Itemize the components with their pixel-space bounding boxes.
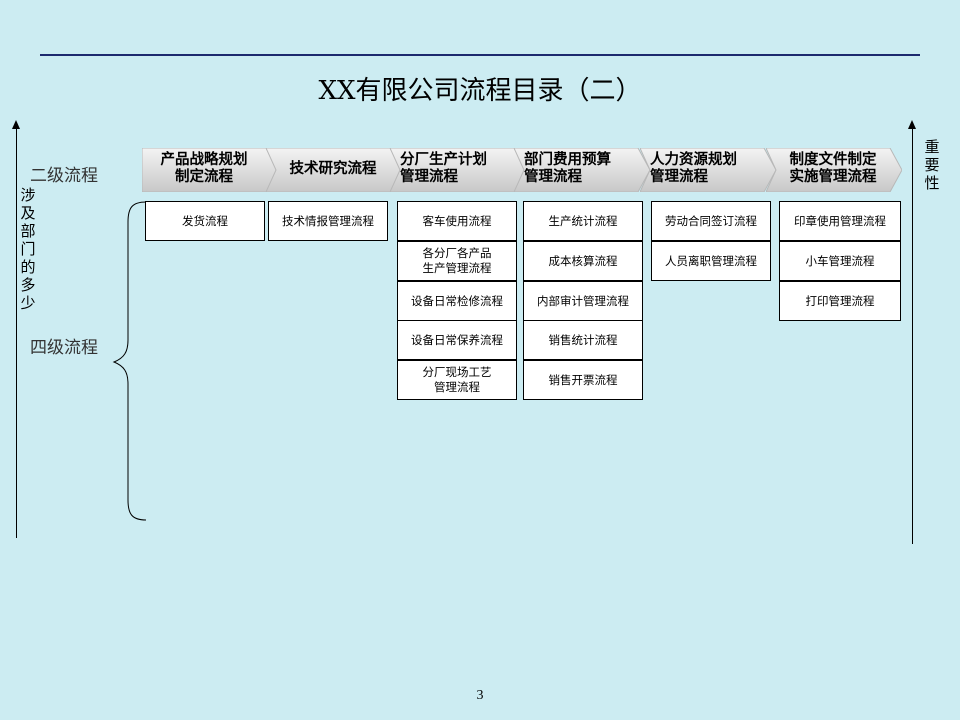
chevron-step-2: 技术研究流程 — [266, 148, 402, 192]
chevron-label: 技术研究流程 — [289, 161, 377, 177]
right-axis-line — [912, 128, 913, 544]
top-rule — [40, 54, 920, 56]
chevron-step-5: 人力资源规划 管理流程 — [640, 148, 776, 192]
level4-label: 四级流程 — [30, 338, 98, 358]
process-box: 成本核算流程 — [523, 241, 643, 281]
process-box: 销售开票流程 — [523, 360, 643, 400]
process-box: 小车管理流程 — [779, 241, 901, 281]
chevron-label: 产品战略规划 制定流程 — [160, 152, 248, 185]
axis-label-char: 涉 — [20, 186, 36, 204]
axis-label-char: 重 — [924, 138, 940, 156]
process-box: 技术情报管理流程 — [268, 201, 388, 241]
process-box: 人员离职管理流程 — [651, 241, 771, 281]
chevron-label: 部门费用预算 管理流程 — [524, 152, 611, 185]
chevron-step-4: 部门费用预算 管理流程 — [514, 148, 650, 192]
process-box: 设备日常检修流程 — [397, 281, 517, 321]
chevron-step-3: 分厂生产计划 管理流程 — [390, 148, 526, 192]
process-box: 发货流程 — [145, 201, 265, 241]
axis-label-char: 部 — [20, 222, 36, 240]
process-box: 打印管理流程 — [779, 281, 901, 321]
axis-label-char: 性 — [924, 174, 940, 192]
chevron-label: 分厂生产计划 管理流程 — [400, 152, 487, 185]
process-box: 劳动合同签订流程 — [651, 201, 771, 241]
axis-label-char: 要 — [924, 156, 940, 174]
left-axis-line — [16, 128, 17, 538]
process-box: 客车使用流程 — [397, 201, 517, 241]
page-title: XX有限公司流程目录（二） — [318, 76, 642, 106]
axis-label-char: 多 — [20, 276, 36, 294]
axis-label-char: 门 — [20, 240, 36, 258]
process-box: 各分厂各产品 生产管理流程 — [397, 241, 517, 281]
process-box: 分厂现场工艺 管理流程 — [397, 360, 517, 400]
level2-label: 二级流程 — [30, 166, 98, 186]
right-axis-label: 重要性 — [923, 138, 941, 192]
page-number: 3 — [476, 688, 484, 703]
chevron-step-1: 产品战略规划 制定流程 — [142, 148, 278, 192]
axis-label-char: 及 — [20, 204, 36, 222]
axis-label-char: 少 — [20, 294, 36, 312]
process-box: 销售统计流程 — [523, 320, 643, 360]
level4-brace — [112, 201, 147, 521]
chevron-label: 制度文件制定 实施管理流程 — [789, 152, 877, 185]
axis-label-char: 的 — [20, 258, 36, 276]
process-box: 设备日常保养流程 — [397, 320, 517, 360]
process-box: 内部审计管理流程 — [523, 281, 643, 321]
left-axis-arrow-icon — [12, 120, 20, 129]
process-box: 生产统计流程 — [523, 201, 643, 241]
left-axis-label: 涉及部门的多少 — [19, 186, 37, 312]
chevron-label: 人力资源规划 管理流程 — [650, 152, 737, 185]
process-box: 印章使用管理流程 — [779, 201, 901, 241]
right-axis-arrow-icon — [908, 120, 916, 129]
chevron-step-6: 制度文件制定 实施管理流程 — [766, 148, 902, 192]
